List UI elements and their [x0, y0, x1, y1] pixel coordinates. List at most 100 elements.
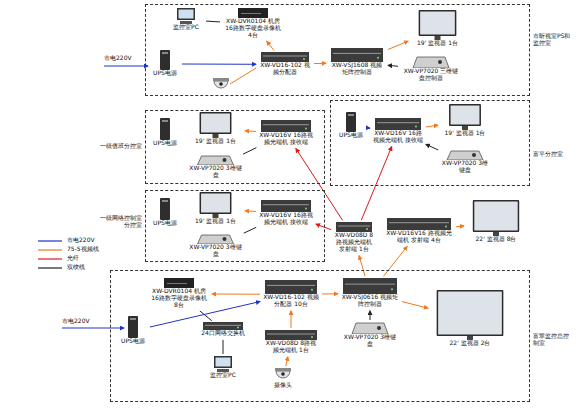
device-box: 监控室PC: [205, 356, 241, 380]
device-label: 监控室PC: [169, 24, 203, 31]
connector: [243, 148, 256, 154]
ups-icon: [151, 198, 179, 220]
connector: [361, 147, 391, 221]
connector: [359, 256, 365, 276]
legend-text: 光纤: [67, 255, 79, 262]
device-label: 19' 监视器 1台: [189, 138, 242, 145]
device-label: 19' 监视器 1台: [411, 40, 464, 47]
device-box: UPS电源: [150, 118, 180, 148]
device-box: XW-VP7020 3维键盘: [340, 322, 400, 349]
device-label: UPS电源: [151, 220, 179, 227]
connector: [426, 125, 438, 127]
connector: [322, 293, 338, 294]
kbd-icon: [401, 56, 461, 68]
legend-sample: [38, 247, 64, 253]
device-label: XW-VD16-102 视频分配器: [259, 62, 311, 76]
connector: [316, 224, 331, 229]
device-label: UPS电源: [119, 338, 147, 345]
box-icon: [263, 280, 319, 294]
device-box: XW-VP7020 三维键盘控制器: [400, 56, 462, 83]
device-label: XW-VD16V 16路视频光端机 接收端: [259, 212, 313, 226]
video-wire: [230, 68, 256, 84]
region-box: 市昕视室PS和监控室监控室PCXW-DVR0104 机房16路数字硬盘录像机 4…: [145, 4, 530, 96]
device-box: 摄像头: [268, 368, 298, 390]
region-label: 富翠监控总控制室: [533, 333, 573, 347]
decorations: [62, 66, 256, 328]
device-box: 22' 监视器 2台: [430, 290, 510, 348]
region-label: 市昕视室PS和监控室: [533, 33, 573, 47]
connector: [212, 293, 260, 294]
box-icon: [341, 278, 399, 294]
dome-camera: [213, 78, 229, 88]
device-box: 19' 监视器 1台: [188, 112, 243, 146]
device-box: UPS电源: [118, 316, 148, 346]
connector: [388, 41, 408, 49]
device-label: XW-VP7020 3维键盘: [441, 160, 489, 174]
device-box: UPS电源: [150, 198, 180, 228]
device-box: 19' 监视器 1台: [410, 10, 465, 48]
connector: [402, 302, 428, 309]
box-icon: [329, 48, 385, 62]
device-label: XW-VP7020 3维键盘: [341, 334, 399, 348]
region-box: 富翠监控总控制室XW-DVR0104 机房16路数字硬盘录像机 8台24口网络交…: [110, 270, 530, 402]
box-icon: [259, 52, 311, 62]
legend-row: 双绞线: [38, 263, 99, 272]
device-box: XW-VD16-102 视频分配器: [258, 52, 312, 77]
device-label: XW-VD16V 16路视频光端机 接收端: [373, 130, 423, 144]
device-label: UPS电源: [151, 70, 179, 77]
connector: [267, 41, 274, 50]
connector: [223, 340, 224, 354]
kbd-icon: [341, 322, 399, 334]
legend-row: 光纤: [38, 254, 99, 263]
connector: [291, 311, 292, 328]
connector: [314, 63, 326, 64]
region-box: 富平分控室UPS电源XW-VD16V 16路视频光端机 接收端19' 监视器 1…: [330, 100, 530, 186]
connector: [388, 65, 398, 67]
pc-icon: [206, 356, 240, 372]
device-box: XW-VD16V 16路视频光端机 接收端: [258, 200, 314, 227]
connector: [368, 127, 370, 128]
region-label: 富平分控室: [533, 151, 573, 158]
device-label: 摄像头: [269, 382, 297, 389]
legend-text: 75-5视频线: [67, 246, 99, 253]
connector: [206, 21, 220, 23]
legend-sample: [38, 238, 64, 244]
connector: [245, 130, 256, 132]
legend-sample: [38, 256, 64, 262]
device-box: XW-DVR0104 机房16路数字硬盘录像机 8台: [148, 278, 210, 310]
device-box: XW-VP7020 3维键盘: [188, 155, 243, 180]
mains-wire: [62, 328, 124, 329]
mon-icon: [189, 112, 242, 138]
device-label: XW-DVR0104 机房16路数字硬盘录像机 4台: [223, 18, 283, 39]
legend-sample: [38, 265, 64, 271]
ups-icon: [151, 118, 179, 140]
ups-icon: [119, 316, 147, 338]
region-box: 一级网络控制室分控室UPS电源19' 监视器 1台XW-VP7020 3维键盘X…: [145, 190, 325, 262]
box-icon: [373, 118, 423, 130]
region-label: 一级网络控制室分控室: [98, 215, 142, 229]
device-label: XW-VD08D 8路视频光端机 1台: [263, 340, 319, 354]
legend-text: 市电220V: [67, 237, 95, 244]
box-icon: [259, 120, 313, 132]
device-box: XW-VP7020 3维键盘: [440, 150, 490, 175]
device-label: 24口网络交换机: [201, 330, 245, 337]
connector: [182, 64, 256, 65]
device-box: XW-VP7020 3维键盘: [188, 234, 243, 259]
ups-icon: [337, 112, 365, 132]
kbd-icon: [189, 155, 242, 165]
device-label: UPS电源: [337, 132, 365, 139]
power-label: 市电220V: [62, 318, 90, 325]
device-box: XW-DVR0104 机房16路数字硬盘录像机 4台: [222, 8, 284, 40]
device-box: 24口网络交换机: [200, 322, 246, 338]
ups-icon: [151, 50, 179, 70]
region-box: 一级值班分控室UPS电源19' 监视器 1台XW-VP7020 3维键盘XW-V…: [145, 110, 325, 184]
connector: [286, 357, 288, 366]
mon-icon: [431, 290, 509, 340]
device-label: XW-VSJ0616 视频矩阵控制器: [341, 294, 399, 308]
connector: [200, 311, 212, 321]
device-label: XW-DVR0104 机房16路数字硬盘录像机 8台: [149, 288, 209, 309]
device-label: XW-VD16V16 路视频光端机 发射端 4台: [385, 230, 453, 244]
device-box: XW-VD16-102 视频分配器 10台: [262, 280, 320, 309]
region-label: 一级值班分控室: [98, 143, 142, 150]
legend-text: 双绞线: [67, 264, 85, 271]
